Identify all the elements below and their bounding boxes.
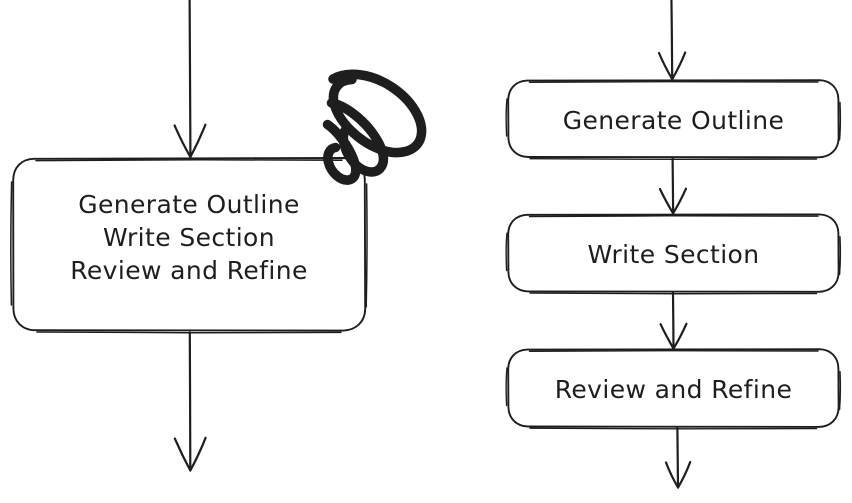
arrow-out-of-review-and-refine [664,426,692,489]
node-generate-outline-box[interactable] [505,79,842,161]
arrow-out-of-merged-node [173,331,207,472]
merged-node-label: Generate Outline Write Section Review an… [70,190,308,285]
node-write-section-box[interactable] [505,213,842,295]
node-generate-outline-label: Generate Outline [562,106,785,135]
node-write-section-label: Write Section [587,240,760,269]
arrow-write-section-to-review-and-refine [659,291,688,350]
node-review-and-refine-label: Review and Refine [554,375,793,404]
node-review-and-refine-box[interactable] [505,348,842,430]
arrow-generate-outline-to-write-section [658,157,688,215]
arrow-into-generate-outline [657,0,687,81]
merged-node-box[interactable] [10,157,368,334]
scribble-annotation-icon [322,69,427,185]
arrow-into-merged-node [173,0,207,159]
